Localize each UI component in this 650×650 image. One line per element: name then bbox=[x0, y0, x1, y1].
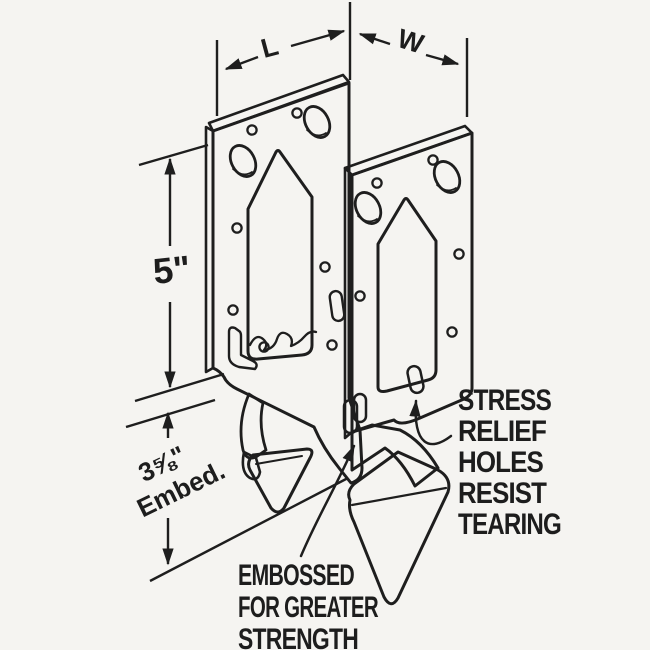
back-plate-arch-cutout bbox=[376, 197, 438, 393]
front-plate-arch-cutout bbox=[246, 149, 314, 361]
bolt-hole bbox=[432, 160, 462, 194]
bolt-hole-rim bbox=[306, 129, 327, 137]
emboss-rib-line bbox=[248, 330, 318, 352]
height-top-tick bbox=[138, 143, 209, 167]
leader-arrow-stress bbox=[409, 399, 453, 446]
dimension-embed bbox=[149, 411, 349, 583]
bolt-hole bbox=[302, 105, 332, 139]
bolt-hole-rim bbox=[436, 184, 457, 192]
anchor-fin-left bbox=[239, 392, 314, 514]
dimension-w bbox=[358, 32, 469, 117]
stress-callout-line: TEARING bbox=[458, 508, 561, 541]
nail-hole bbox=[446, 326, 458, 338]
stress-callout-line: STRESS bbox=[458, 384, 551, 417]
callout-embossed: EMBOSSED FOR GREATER STRENGTH bbox=[238, 444, 380, 650]
nail-hole bbox=[319, 261, 331, 273]
back-plate-face bbox=[350, 131, 474, 434]
fin-blade bbox=[247, 447, 314, 514]
length-label: L bbox=[258, 31, 282, 64]
height-label: 5" bbox=[151, 247, 192, 292]
nail-hole bbox=[231, 222, 243, 234]
back-plate bbox=[343, 124, 474, 440]
nail-hole bbox=[227, 304, 239, 316]
stress-relief-slot bbox=[328, 289, 346, 323]
l-arrow-left bbox=[224, 55, 259, 71]
nail-hole bbox=[354, 290, 366, 302]
nail-hole bbox=[427, 154, 439, 166]
bolt-hole-rim bbox=[232, 168, 253, 176]
dimension-l bbox=[215, 29, 346, 116]
stress-callout-line: HOLES bbox=[458, 446, 543, 479]
leader-arrow-embossed bbox=[299, 444, 356, 558]
nail-hole bbox=[291, 107, 303, 119]
mid-tick-lower bbox=[125, 398, 216, 429]
anchor-fin-right bbox=[347, 423, 451, 606]
fin-fold-line bbox=[255, 455, 303, 465]
callout-stress-relief: STRESS RELIEF HOLES RESIST TEARING bbox=[409, 384, 562, 541]
stress-relief-slot bbox=[227, 326, 258, 371]
bolt-hole bbox=[353, 191, 383, 225]
stress-callout-line: RESIST bbox=[458, 477, 547, 510]
nail-hole bbox=[453, 248, 465, 260]
concrete-baseline bbox=[149, 476, 349, 583]
nail-hole bbox=[246, 124, 258, 136]
dimension-lines bbox=[125, 2, 469, 583]
fin-bend-strap bbox=[350, 423, 440, 488]
bolt-hole-rim bbox=[357, 215, 378, 223]
mid-tick-upper bbox=[134, 372, 225, 403]
bolt-hole bbox=[228, 144, 258, 178]
w-arrow-right bbox=[425, 53, 460, 66]
embossed-callout-line: FOR GREATER bbox=[238, 591, 379, 624]
fin-hook bbox=[241, 450, 262, 481]
fin-fold-line bbox=[350, 486, 448, 507]
l-arrow-right bbox=[290, 29, 346, 48]
stress-relief-slot bbox=[342, 398, 359, 435]
stress-relief-slot bbox=[406, 364, 425, 395]
front-plate bbox=[204, 73, 364, 485]
fin-bend-strap bbox=[239, 392, 268, 460]
nail-hole bbox=[371, 177, 383, 189]
nail-hole bbox=[258, 341, 270, 353]
embossed-callout-line: EMBOSSED bbox=[238, 559, 354, 592]
nail-hole bbox=[326, 339, 338, 351]
width-label: W bbox=[394, 23, 428, 59]
w-arrow-left bbox=[358, 32, 391, 46]
stress-callout-line: RELIEF bbox=[458, 415, 547, 448]
embed-label: 3⅝" Embed. bbox=[132, 440, 230, 523]
fin-blade bbox=[347, 450, 451, 606]
embossed-callout-line: STRENGTH bbox=[238, 623, 358, 650]
front-plate-face bbox=[211, 81, 364, 485]
